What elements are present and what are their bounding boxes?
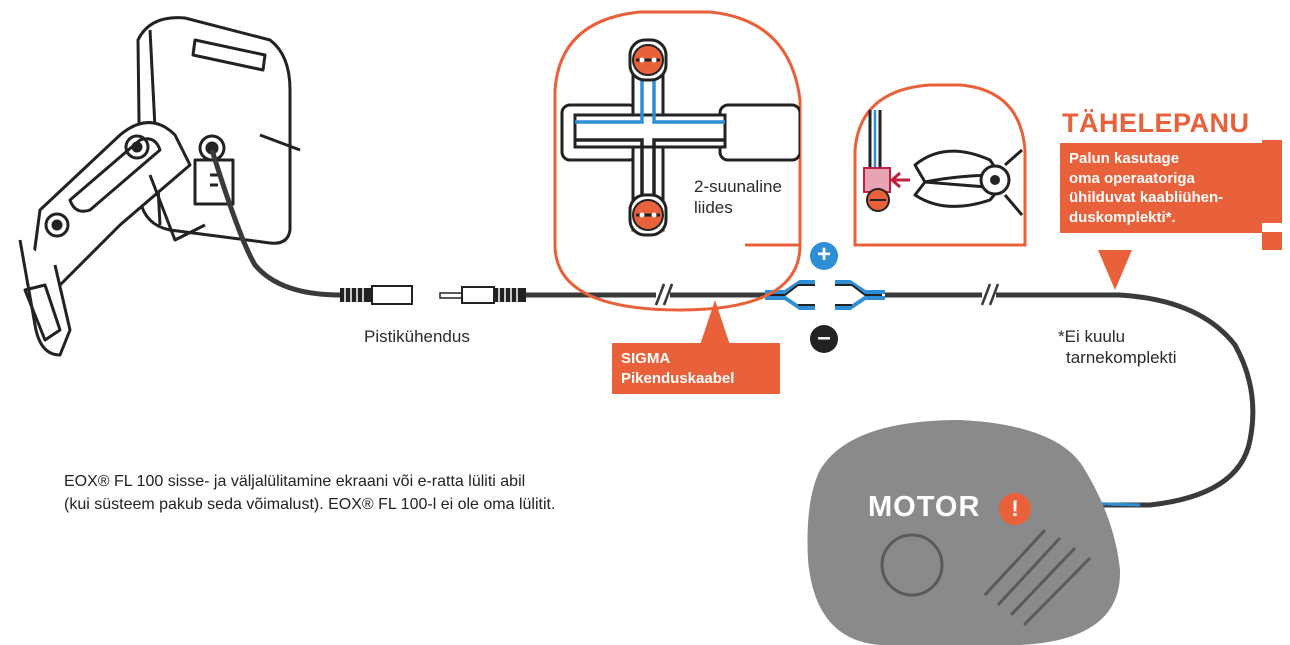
attention-line-4: duskomplekti*.	[1069, 208, 1176, 226]
attention-exclamation-icon	[1262, 140, 1282, 250]
attention-heading: TÄHELEPANU	[1062, 108, 1250, 138]
two-way-line-1: 2-suunaline	[694, 177, 782, 196]
two-way-connector-magnifier	[553, 10, 802, 312]
sigma-pointer	[700, 300, 730, 345]
motor-cable	[1055, 292, 1256, 508]
connector-socket-icon	[340, 285, 413, 305]
sigma-box: SIGMA Pikenduskaabel	[612, 343, 780, 394]
description: EOX® FL 100 sisse- ja väljalülitamine ek…	[64, 470, 555, 516]
two-way-label: 2-suunaline liides	[694, 176, 782, 219]
attention-box: Palun kasutage oma operaatoriga ühilduva…	[1060, 143, 1262, 233]
connector-plug-icon	[439, 286, 526, 304]
plus-badge	[810, 242, 838, 270]
plus-sign: +	[816, 241, 831, 268]
two-way-line-2: liides	[694, 198, 733, 218]
motor-exclaim: !	[1011, 496, 1019, 521]
bike-lamp-icon	[18, 16, 301, 357]
sigma-line-1: SIGMA	[621, 350, 671, 367]
motor-label: MOTOR	[868, 491, 981, 523]
plug-connection-label: Pistikühendus	[364, 327, 470, 346]
not-included-line-2: tarnekomplekti	[1066, 348, 1177, 368]
lamp-cable	[209, 149, 341, 298]
attention-line-2: oma operaatoriga	[1069, 169, 1195, 187]
sigma-line-2: Pikenduskaabel	[621, 369, 735, 387]
attention-line-3: ühilduvat kaabliühen-	[1069, 189, 1224, 206]
not-included-label: *Ei kuulu tarnekomplekti	[1058, 326, 1177, 369]
attention-pointer	[1098, 250, 1132, 290]
attention-line-1: Palun kasutage	[1069, 150, 1180, 167]
not-included-line-1: *Ei kuulu	[1058, 327, 1126, 346]
minus-badge	[810, 325, 838, 353]
minus-sign: –	[817, 324, 831, 351]
crimping-pliers-icon	[853, 83, 1027, 247]
motor-unit-icon	[807, 420, 1121, 645]
description-line-1: EOX® FL 100 sisse- ja väljalülitamine ek…	[64, 473, 526, 490]
description-line-2: (kui süsteem pakub seda võimalust). EOX®…	[64, 496, 556, 514]
